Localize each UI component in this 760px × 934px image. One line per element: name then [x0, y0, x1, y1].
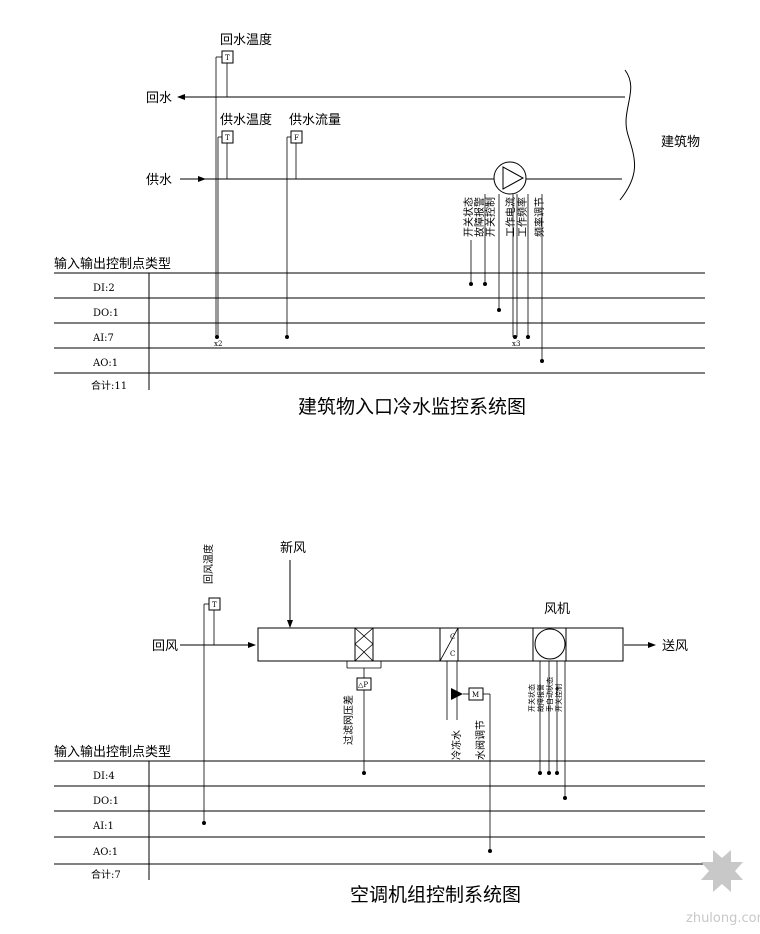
- ai-count-mark-x2: x2: [214, 340, 222, 348]
- watermark-text: zhulong.com: [686, 911, 760, 926]
- return-water-label: 回水: [146, 91, 172, 106]
- io-row-di: DI:2: [93, 283, 115, 294]
- pump-signal-1: 故障报警: [473, 197, 486, 237]
- pump-signal-0: 开关状态: [462, 197, 475, 237]
- pump-ai-dot-2: [526, 335, 530, 339]
- filter-dp-sensor-letter: △P: [358, 681, 368, 689]
- filter-dp-label: 过滤网压差: [342, 695, 355, 745]
- return-air-temp-sensor-letter: T: [212, 601, 217, 609]
- water-valve-icon: [451, 688, 463, 700]
- io-row-ao-b: AO:1: [92, 847, 118, 858]
- watermark-logo-icon: [701, 850, 743, 892]
- watermark: zhulong.com: [686, 850, 760, 926]
- supply-temp-label: 供水温度: [220, 112, 272, 128]
- io-total-b: 合计:7: [91, 868, 121, 881]
- fan-circle: [534, 628, 566, 660]
- coil-letter-1: C: [450, 633, 455, 641]
- valve-actuator-letter: M: [472, 691, 479, 699]
- ai-count-mark-x3: x3: [512, 340, 520, 348]
- pump-signal-3: 工作电流: [504, 197, 517, 237]
- pump-ai-dot: [513, 335, 517, 339]
- ahu-diagram: 新风 回风 C C 风机 送风 回风温度 T: [54, 540, 705, 906]
- return-air-label: 回风: [152, 639, 178, 654]
- pump-ao-dot: [540, 359, 544, 363]
- io-header-top: 输入输出控制点类型: [54, 256, 171, 272]
- building-boundary: [619, 69, 636, 201]
- pump-signal-2: 开关控制: [484, 197, 497, 237]
- pump-icon: [502, 166, 525, 190]
- fan-outlet: [565, 627, 624, 662]
- io-header-bottom: 输入输出控制点类型: [54, 744, 171, 760]
- supply-flow-sensor-letter: F: [294, 134, 299, 142]
- supply-air-label: 送风: [662, 639, 688, 654]
- filter-dp-dot: [362, 771, 366, 775]
- fan-signal-0: 开关状态: [527, 684, 536, 712]
- return-temp-label: 回水温度: [220, 32, 272, 48]
- coil-letter-2: C: [450, 650, 455, 658]
- supply-temp-sensor-letter: T: [225, 134, 230, 142]
- fan-signal-2: 手自动状态: [545, 677, 554, 712]
- fan-label: 风机: [544, 602, 570, 617]
- chilled-water-label: 冷冻水: [450, 730, 463, 760]
- ai-junction-dot: [215, 335, 219, 339]
- pump-di-dot-1: [469, 282, 473, 286]
- io-row-do-b: DO:1: [93, 796, 119, 807]
- supply-flow-label: 供水流量: [289, 113, 341, 128]
- building-label: 建筑物: [661, 134, 700, 150]
- io-row-ai: AI:7: [92, 333, 114, 344]
- chilled-water-diagram: 回水 供水 建筑物 回水温度 T 供水温度 T x2 供水流量 F: [54, 32, 705, 418]
- supply-water-label: 供水: [146, 173, 172, 188]
- fan-di-dot-2: [547, 771, 551, 775]
- water-valve-label: 水阀调节: [474, 720, 487, 760]
- io-row-di-b: DI:4: [93, 771, 115, 782]
- fan-signal-1: 故障报警: [536, 684, 545, 712]
- io-row-ao: AO:1: [92, 358, 118, 369]
- pump-di-dot-2: [483, 282, 487, 286]
- supply-flow-dot: [285, 335, 289, 339]
- water-valve-dot: [488, 849, 492, 853]
- pump-signal-5: 频率调节: [533, 197, 546, 237]
- return-air-temp-label: 回风温度: [202, 544, 215, 584]
- fan-di-dot-3: [555, 771, 559, 775]
- pump-do-dot: [497, 308, 501, 312]
- cooling-coil: [439, 627, 459, 662]
- fan-di-dot-1: [538, 771, 542, 775]
- top-title: 建筑物入口冷水监控系统图: [298, 396, 526, 418]
- io-total: 合计:11: [91, 379, 127, 392]
- fan-signal-3: 开关控制: [554, 684, 563, 712]
- fan-do-dot: [563, 796, 567, 800]
- bottom-title: 空调机组控制系统图: [350, 884, 521, 906]
- pump-signal-4: 工作频率: [516, 197, 529, 237]
- return-temp-sensor-letter: T: [225, 54, 230, 62]
- return-air-temp-dot: [202, 821, 206, 825]
- filter: [354, 627, 374, 662]
- fresh-air-label: 新风: [280, 540, 306, 556]
- io-row-ai-b: AI:1: [92, 821, 114, 832]
- io-row-do: DO:1: [93, 308, 119, 319]
